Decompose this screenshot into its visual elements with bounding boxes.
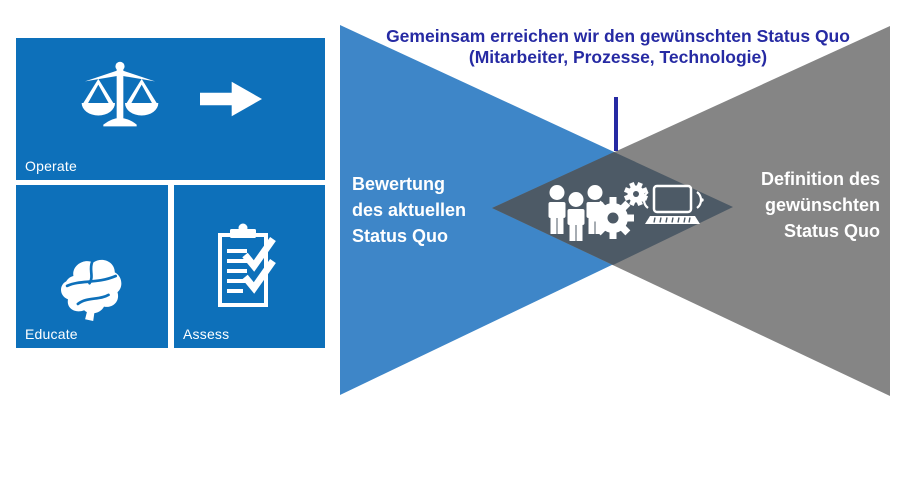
diagram-title-line2: (Mitarbeiter, Prozesse, Technologie) (468, 47, 768, 67)
right-triangle-label-line2: gewünschten (764, 195, 880, 215)
left-triangle-label-line1: Bewertung (352, 174, 446, 194)
diagram-title: Gemeinsam erreichen wir den gewünschten … (345, 26, 891, 68)
brain-icon (61, 259, 122, 321)
left-triangle-label-line3: Status Quo (352, 226, 449, 246)
right-triangle-label-line3: Status Quo (783, 221, 880, 241)
arrow-right-icon (200, 81, 262, 117)
scales-icon (81, 61, 159, 127)
tile-label-assess: Assess (183, 326, 230, 342)
left-triangle-label-line2: des aktuellen (352, 200, 467, 220)
clipboard-check-icon (218, 223, 276, 307)
tile-educate[interactable]: Educate (16, 185, 168, 348)
tile-label-educate: Educate (25, 326, 78, 342)
right-triangle-label: Definition des gewünschten Status Quo (761, 166, 880, 244)
tile-operate[interactable]: Operate (16, 38, 325, 180)
tile-assess[interactable]: Assess (174, 185, 325, 348)
laptop-icon (641, 184, 704, 224)
diagram-title-line1: Gemeinsam erreichen wir den gewünschten … (386, 26, 850, 46)
gears-icon (592, 181, 649, 239)
bowtie-diagram (340, 25, 890, 396)
right-triangle-label-line1: Definition des (760, 169, 880, 189)
left-triangle-label: Bewertung des aktuellen Status Quo (352, 171, 466, 249)
tile-label-operate: Operate (25, 158, 77, 174)
